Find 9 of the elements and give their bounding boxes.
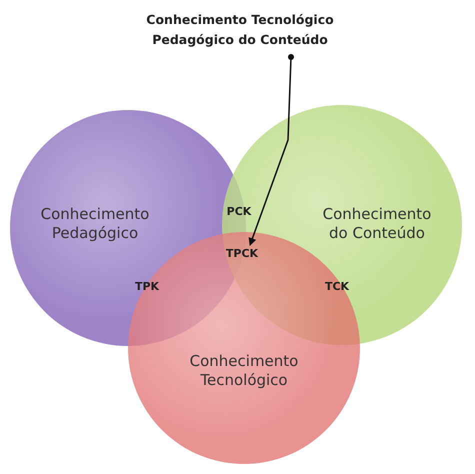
overlap-label: PCK: [226, 205, 252, 218]
circle-label: Conhecimento Pedagógico: [40, 205, 150, 243]
circle-label: Conhecimento Tecnológico: [188, 352, 300, 390]
leader-arrow: [248, 54, 294, 246]
circle-label: Conhecimento do Conteúdo: [322, 205, 432, 243]
overlap-label: TPK: [134, 280, 160, 293]
overlap-label: TPCK: [220, 246, 264, 262]
heading-text: Conhecimento Tecnológico Pedagógico do Conteúdo: [120, 10, 360, 50]
overlap-label: TCK: [324, 280, 350, 293]
